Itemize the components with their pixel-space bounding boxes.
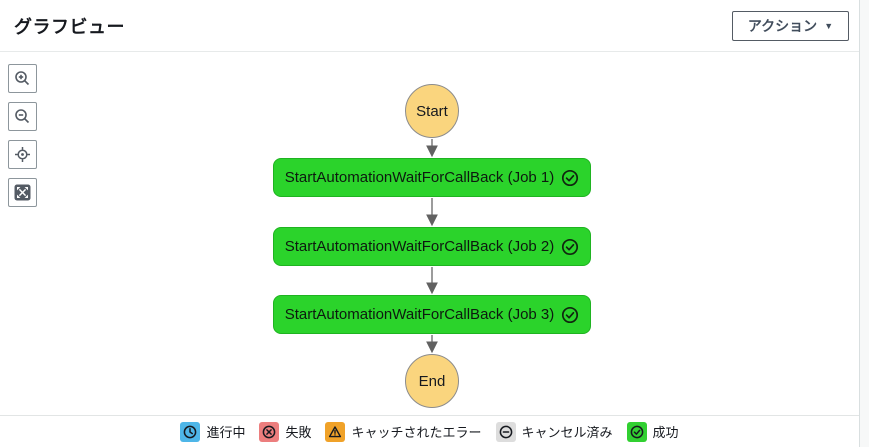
legend-label: 成功 [652,425,679,440]
legend-label: キャッチされたエラー [351,425,482,440]
zoom-in-button[interactable] [8,64,37,93]
status-legend: 進行中 失敗 キャッチされたエラー [0,415,859,447]
x-circle-icon [259,421,280,442]
zoom-in-icon [14,70,31,87]
expand-arrows-icon [14,184,31,201]
task-node-label: StartAutomationWaitForCallBack (Job 3) [284,306,555,323]
task-node-job-2[interactable]: StartAutomationWaitForCallBack (Job 2) [273,227,591,266]
succeeded-check-icon [561,238,579,256]
page-title: グラフビュー [14,16,125,37]
panel-header: グラフビュー アクション ▼ [0,0,859,52]
task-node-job-1[interactable]: StartAutomationWaitForCallBack (Job 1) [273,158,591,197]
end-node-label: End [418,372,446,390]
task-node-job-3[interactable]: StartAutomationWaitForCallBack (Job 3) [273,295,591,334]
check-circle-icon [626,421,647,442]
end-node[interactable]: End [405,354,459,408]
actions-dropdown-label: アクション [747,18,818,34]
legend-item-in-progress: 進行中 [180,421,246,442]
succeeded-check-icon [561,306,579,324]
graph-edges [426,139,438,354]
warning-icon [325,421,346,442]
legend-item-cancelled: キャンセル済み [495,421,613,442]
zoom-out-button[interactable] [8,102,37,131]
legend-item-succeeded: 成功 [626,421,679,442]
graph-toolbar [8,64,37,207]
task-node-label: StartAutomationWaitForCallBack (Job 2) [284,238,555,255]
center-graph-button[interactable] [8,140,37,169]
legend-label: キャンセル済み [521,425,613,440]
legend-label: 進行中 [206,425,246,440]
crosshair-target-icon [14,146,31,163]
graph-canvas[interactable]: Start StartAutomationWaitForCallBack (Jo… [0,52,859,415]
clock-icon [180,421,201,442]
legend-item-failed: 失敗 [259,421,312,442]
legend-label: 失敗 [285,425,312,440]
caret-down-icon: ▼ [824,21,834,31]
task-node-label: StartAutomationWaitForCallBack (Job 1) [284,169,555,186]
actions-dropdown-button[interactable]: アクション ▼ [732,11,849,41]
fit-to-view-button[interactable] [8,178,37,207]
succeeded-check-icon [561,169,579,187]
legend-item-caught-error: キャッチされたエラー [325,421,482,442]
start-node-label: Start [416,102,448,120]
zoom-out-icon [14,108,31,125]
minus-circle-icon [495,421,516,442]
start-node[interactable]: Start [405,84,459,138]
